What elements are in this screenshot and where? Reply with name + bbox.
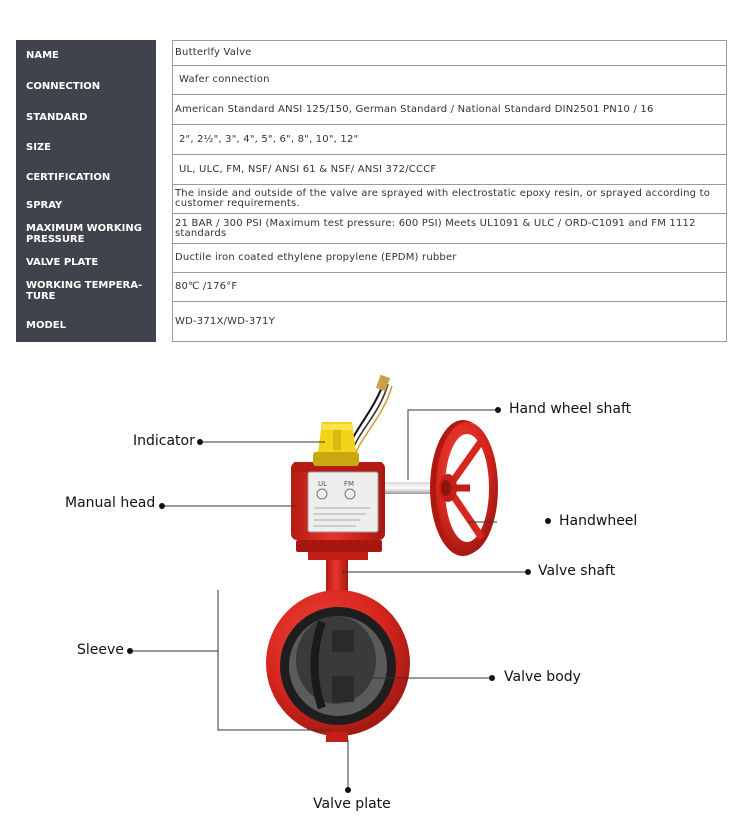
leader-lines <box>130 409 528 788</box>
callout-manual-head: Manual head <box>65 495 156 511</box>
spec-value-connection: Wafer connection <box>172 66 727 95</box>
spec-label-name: NAME <box>16 40 156 70</box>
valve-illustration: UL FM <box>127 374 551 793</box>
callout-valve-shaft: Valve shaft <box>538 563 616 579</box>
fm-mark: FM <box>344 480 354 488</box>
spec-value-spray: The inside and outside of the valve are … <box>172 185 727 214</box>
spec-value-model: WD-371X/WD-371Y <box>172 302 727 342</box>
spec-label-max-pressure: MAXIMUM WORKING PRESSURE <box>16 218 156 250</box>
callout-indicator: Indicator <box>133 433 195 449</box>
spec-value-working-temperature: 80℃ /176°F <box>172 273 727 302</box>
ul-mark: UL <box>318 480 327 488</box>
valve-diagram: UL FM <box>0 360 750 834</box>
leader-dots <box>127 407 551 793</box>
callout-sleeve: Sleeve <box>77 642 124 658</box>
spec-value-standard: American Standard ANSI 125/150, German S… <box>172 95 727 125</box>
spec-value-certification: UL, ULC, FM, NSF/ ANSI 61 & NSF/ ANSI 37… <box>172 155 727 185</box>
valve-body-graphic <box>266 590 410 742</box>
spec-value-valve-plate: Ductile iron coated ethylene propylene (… <box>172 244 727 273</box>
callout-valve-body: Valve body <box>504 669 581 685</box>
callout-handwheel: Handwheel <box>559 513 638 529</box>
manual-head-graphic: UL FM <box>291 462 385 560</box>
hand-wheel-shaft-rod <box>382 482 442 494</box>
spec-label-standard: STANDARD <box>16 102 156 132</box>
spec-label-working-temperature: WORKING TEMPERA-TURE <box>16 274 156 308</box>
handwheel-graphic <box>430 420 498 556</box>
indicator-graphic <box>313 422 359 466</box>
spec-value-name: Butterlfy Valve <box>172 40 727 66</box>
spec-value-size: 2", 2½", 3", 4", 5", 6", 8", 10", 12" <box>172 125 727 155</box>
spec-label-model: MODEL <box>16 308 156 342</box>
spec-value-max-pressure: 21 BAR / 300 PSI (Maximum test pressure:… <box>172 214 727 244</box>
spec-label-size: SIZE <box>16 132 156 162</box>
callout-hand-wheel-shaft: Hand wheel shaft <box>509 401 632 417</box>
valve-neck <box>326 560 348 600</box>
spec-label-connection: CONNECTION <box>16 70 156 102</box>
callout-valve-plate: Valve plate <box>313 796 391 812</box>
spec-label-spray: SPRAY <box>16 192 156 218</box>
spec-label-valve-plate: VALVE PLATE <box>16 250 156 274</box>
spec-label-certification: CERTIFICATION <box>16 162 156 192</box>
